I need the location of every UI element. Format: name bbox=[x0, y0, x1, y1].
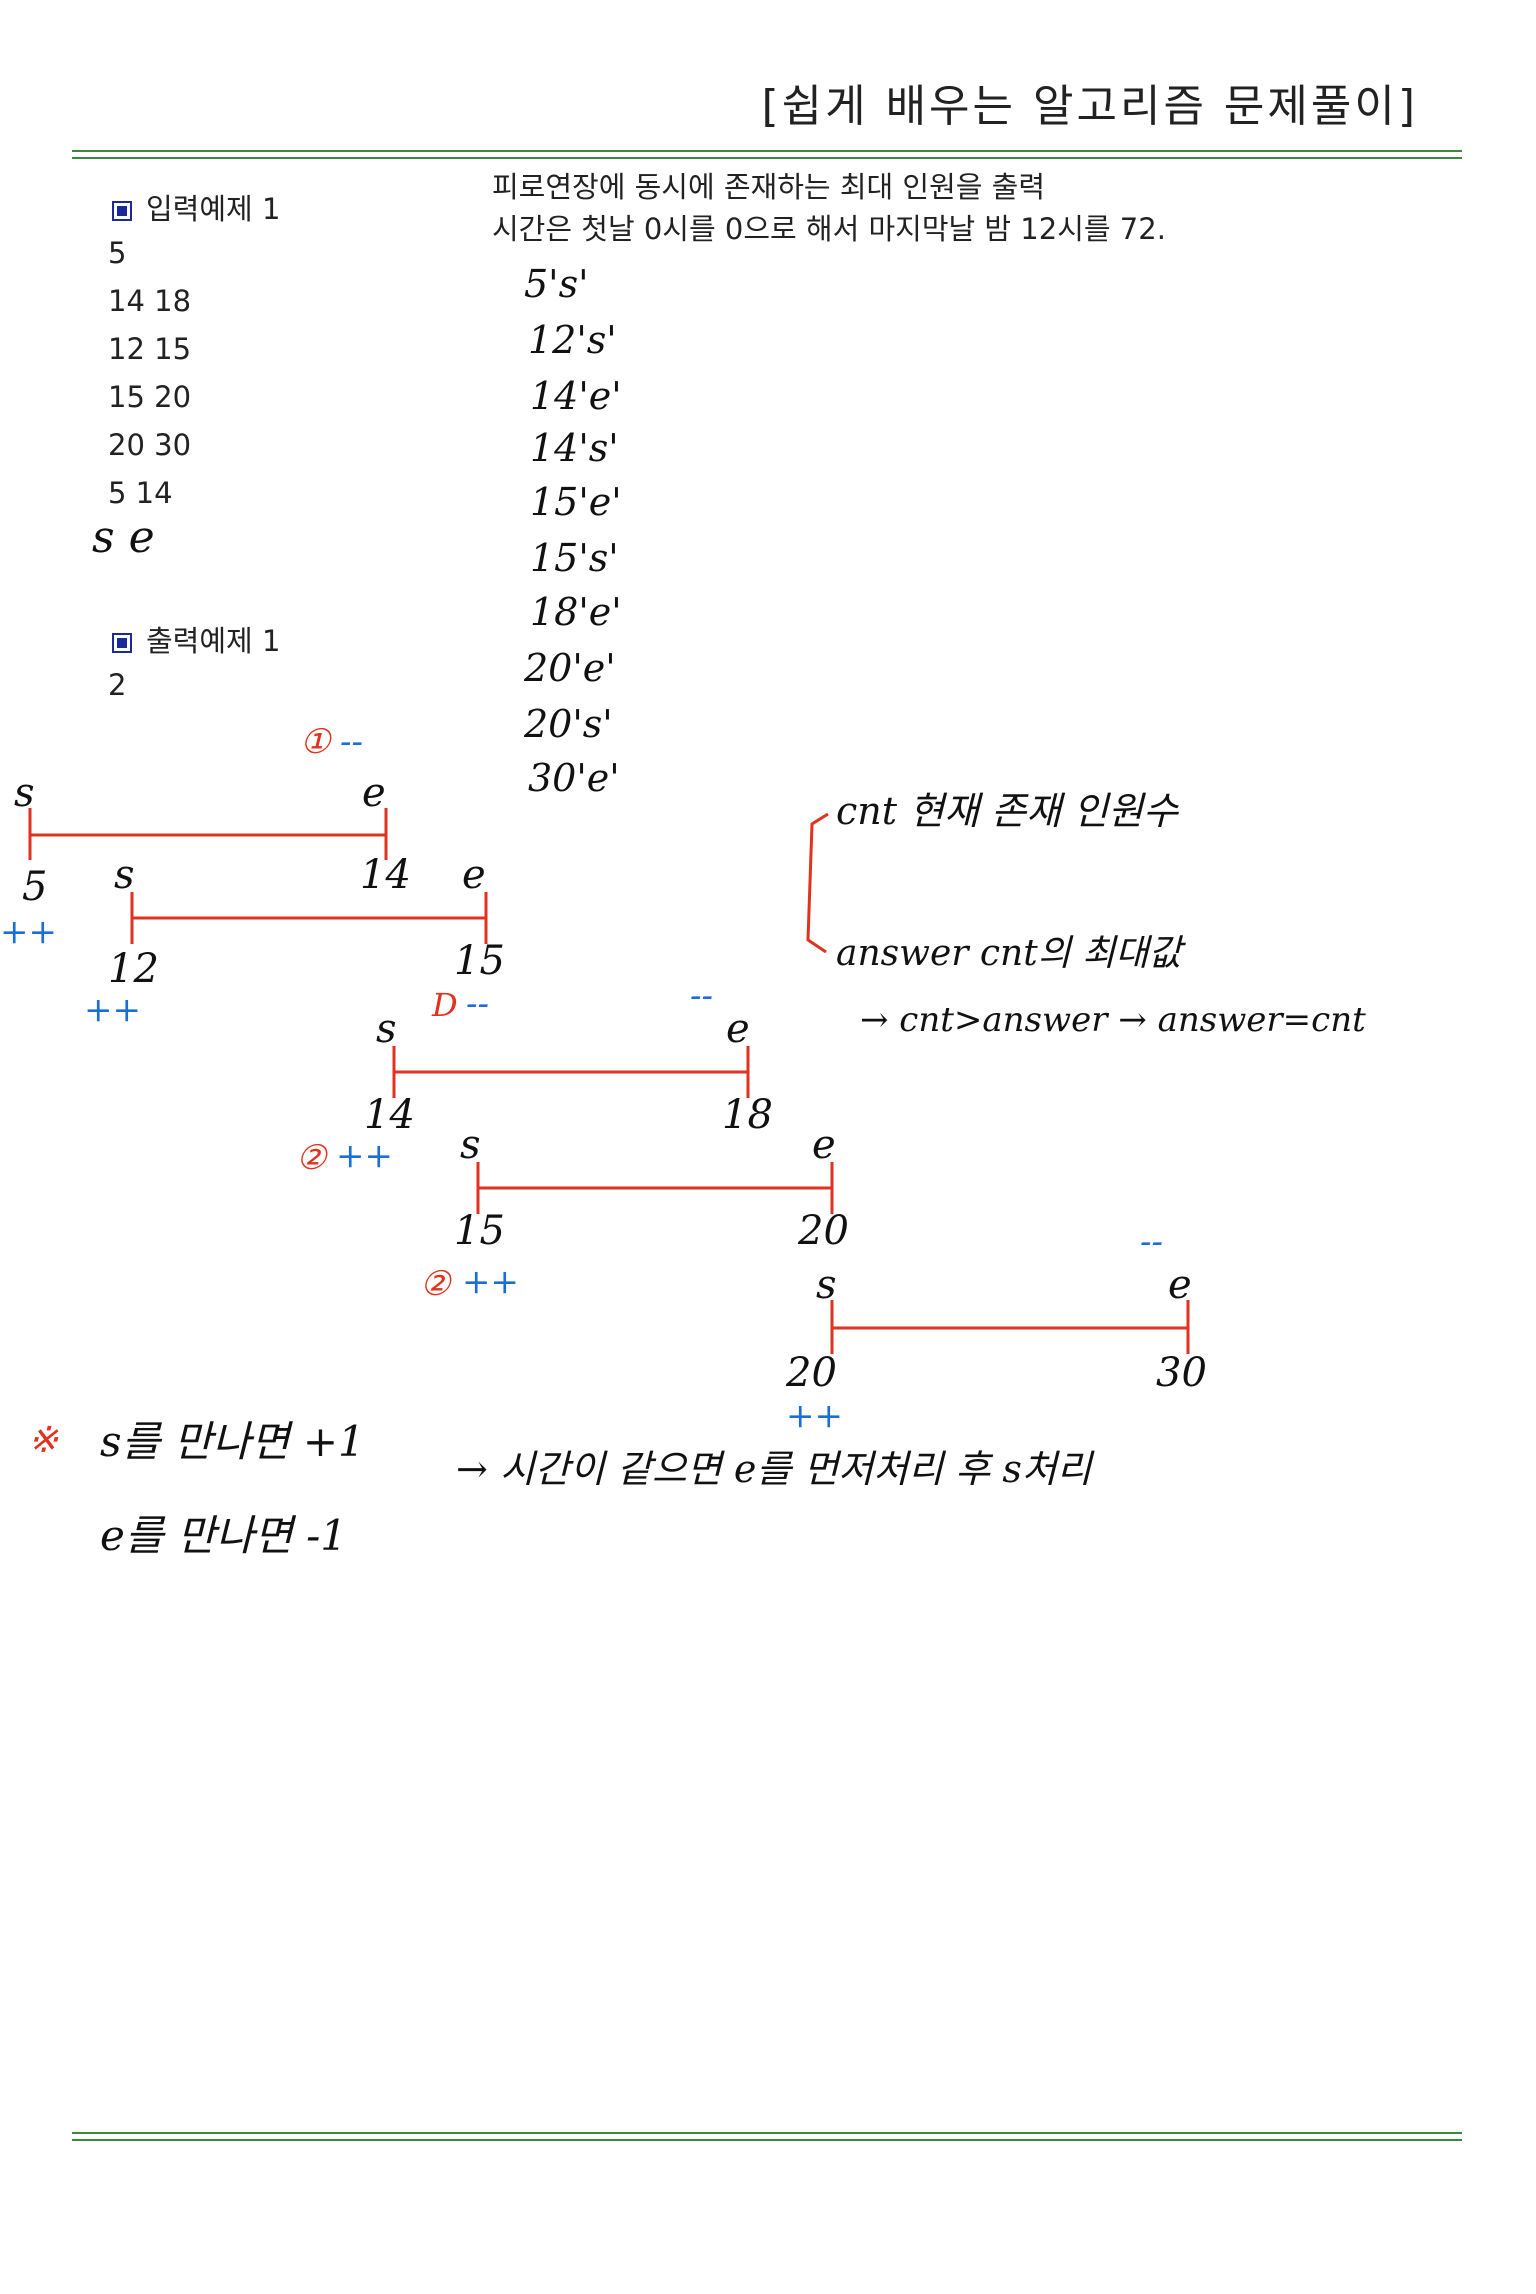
event-item: 20's' bbox=[524, 702, 613, 746]
mark-1: ① bbox=[300, 722, 331, 762]
start-label: s bbox=[376, 1006, 397, 1052]
time-label: 20 bbox=[798, 1208, 849, 1254]
output-value: 2 bbox=[108, 668, 127, 702]
event-item: 20'e' bbox=[524, 646, 616, 690]
input-line: 14 18 bbox=[108, 284, 192, 318]
decrement-label: -- bbox=[690, 976, 713, 1016]
rule-s: s를 만나면 +1 bbox=[100, 1417, 365, 1466]
event-item: 15'e' bbox=[530, 480, 622, 524]
handwritten-se: s e bbox=[92, 512, 155, 563]
input-line: 15 20 bbox=[108, 380, 192, 414]
time-label: 15 bbox=[454, 1208, 505, 1254]
event-item: 30'e' bbox=[528, 756, 620, 800]
decrement-label: -- bbox=[1140, 1222, 1163, 1262]
event-item: 14'e' bbox=[530, 374, 622, 418]
time-label: 14 bbox=[364, 1092, 415, 1138]
input-line: 5 14 bbox=[108, 476, 173, 510]
time-label: 14 bbox=[360, 852, 411, 898]
compare-note: → cnt>answer → answer=cnt bbox=[860, 1000, 1366, 1040]
start-label: s bbox=[816, 1262, 837, 1308]
decrement-label: -- bbox=[340, 722, 363, 762]
top-divider bbox=[72, 150, 1462, 159]
bottom-divider bbox=[72, 2132, 1462, 2141]
start-label: s bbox=[14, 770, 35, 816]
mark-2: ② bbox=[420, 1264, 451, 1304]
star-mark: ※ bbox=[28, 1420, 59, 1461]
time-label: 20 bbox=[786, 1350, 837, 1396]
increment-label: ++ bbox=[336, 1136, 393, 1176]
end-label: e bbox=[812, 1122, 836, 1168]
input-example-label: 입력예제 1 bbox=[146, 192, 281, 226]
increment-label: ++ bbox=[786, 1396, 843, 1436]
output-example-label: 출력예제 1 bbox=[146, 624, 281, 658]
problem-line-1: 피로연장에 동시에 존재하는 최대 인원을 출력 bbox=[492, 170, 1046, 204]
problem-line-2: 시간은 첫날 0시를 0으로 해서 마지막날 밤 12시를 72. bbox=[492, 212, 1166, 246]
event-item: 15's' bbox=[530, 536, 619, 580]
end-label: e bbox=[1168, 1262, 1192, 1308]
event-item: 18'e' bbox=[530, 590, 622, 634]
answer-note: answer cnt의 최대값 bbox=[836, 933, 1182, 974]
time-label: 18 bbox=[722, 1092, 773, 1138]
input-line: 5 bbox=[108, 236, 127, 270]
square-bullet-icon bbox=[112, 633, 132, 653]
time-label: 12 bbox=[108, 946, 159, 992]
event-item: 14's' bbox=[530, 426, 619, 470]
event-item: 5's' bbox=[524, 262, 589, 306]
square-bullet-icon bbox=[112, 201, 132, 221]
page-title: [쉽게 배우는 알고리즘 문제풀이] bbox=[761, 81, 1418, 132]
same-time-note: → 시간이 같으면 e를 먼저처리 후 s처리 bbox=[456, 1447, 1092, 1491]
start-label: s bbox=[114, 852, 135, 898]
increment-label: ++ bbox=[0, 912, 57, 952]
output-example-heading: 출력예제 1 bbox=[112, 618, 280, 660]
increment-label: ++ bbox=[84, 990, 141, 1030]
increment-label: ++ bbox=[462, 1262, 519, 1302]
end-label: e bbox=[362, 770, 386, 816]
end-label: e bbox=[462, 852, 486, 898]
rule-e: e를 만나면 -1 bbox=[100, 1511, 348, 1560]
time-label: 30 bbox=[1156, 1350, 1207, 1396]
input-line: 20 30 bbox=[108, 428, 192, 462]
input-example-heading: 입력예제 1 bbox=[112, 186, 280, 228]
time-label: 5 bbox=[22, 864, 48, 910]
cnt-note: cnt 현재 존재 인원수 bbox=[836, 789, 1178, 833]
end-label: e bbox=[726, 1006, 750, 1052]
mark-2: ② bbox=[296, 1138, 327, 1178]
decrement-label: -- bbox=[466, 984, 489, 1024]
time-label: 15 bbox=[454, 938, 505, 984]
start-label: s bbox=[460, 1122, 481, 1168]
input-line: 12 15 bbox=[108, 332, 192, 366]
event-item: 12's' bbox=[528, 318, 617, 362]
mark-d: D bbox=[432, 986, 458, 1024]
